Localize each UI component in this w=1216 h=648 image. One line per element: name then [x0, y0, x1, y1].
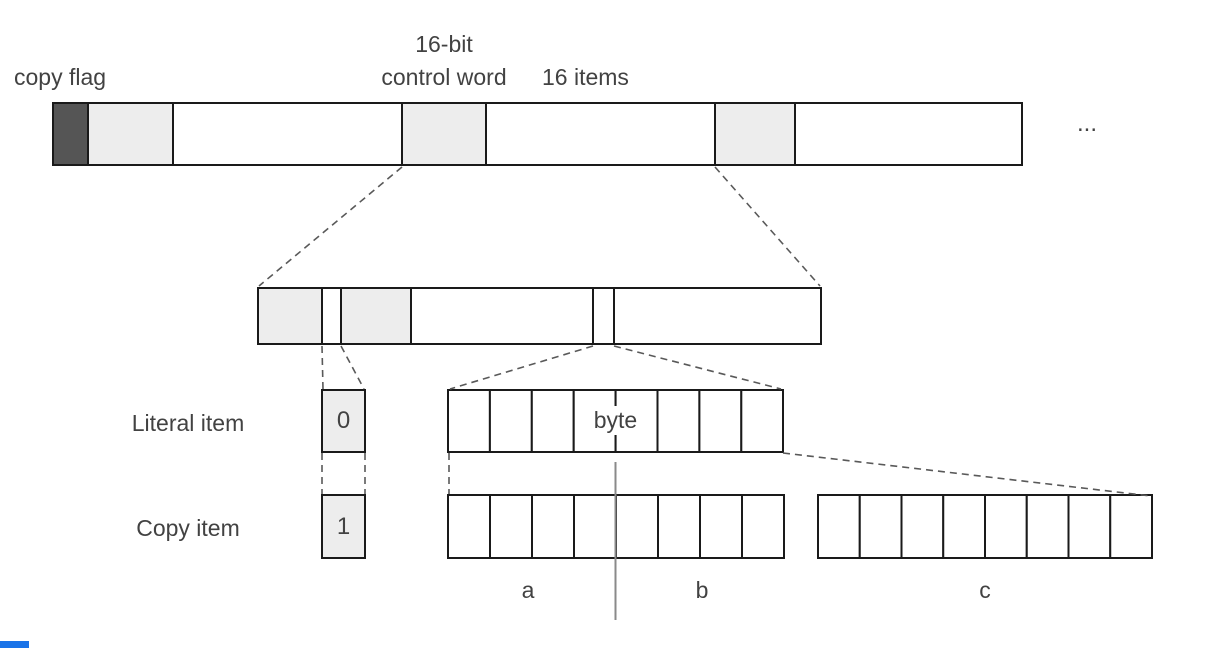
control-word-label-line1: 16-bit	[415, 31, 473, 57]
connector-top-to-mid-left	[258, 166, 403, 287]
sixteen-items-label: 16 items	[542, 64, 629, 90]
copy-flag-bit-value: 1	[336, 512, 351, 540]
byte-cell	[447, 389, 491, 453]
mid-bar-flag-bit-cell	[321, 287, 342, 345]
top-bar-control-word-cell	[714, 102, 796, 166]
field-c-cell	[1025, 494, 1070, 559]
field-c-cell	[942, 494, 986, 559]
top-bar-items-cell	[485, 102, 716, 166]
field-ab-cell	[573, 494, 617, 559]
field-ab-cell	[489, 494, 533, 559]
copy-flag-box	[321, 494, 366, 559]
field-ab-cell	[657, 494, 701, 559]
connector-mid-to-flag0-right	[340, 345, 365, 390]
field-ab-cell	[447, 494, 491, 559]
control-word-label-line2: control word	[381, 64, 507, 90]
connector-mid-to-byte-left	[449, 345, 594, 390]
top-bar-item-cell	[87, 102, 174, 166]
byte-cell	[698, 389, 743, 453]
field-a-label: a	[521, 577, 535, 603]
field-c-label: c	[979, 577, 991, 603]
bottom-left-accent-bar	[0, 641, 29, 648]
byte-cell	[656, 389, 701, 453]
connector-mid-to-flag0-left	[321, 345, 324, 390]
mid-bar-items-cell	[613, 287, 822, 345]
field-c-cell	[817, 494, 861, 559]
mid-bar-control-word-cell	[340, 287, 412, 345]
field-c-cell	[1109, 494, 1153, 559]
field-ab-cell	[699, 494, 743, 559]
connector-mid-to-byte-right	[613, 345, 782, 390]
field-ab-cell	[741, 494, 785, 559]
field-c-cell	[900, 494, 945, 559]
mid-bar-items-cell	[410, 287, 594, 345]
literal-item-label: Literal item	[131, 410, 245, 436]
control-word-label: 16-bit control word	[352, 28, 536, 94]
top-bar-copy-flag-cell	[52, 102, 89, 166]
mid-bar-control-word-cell	[257, 287, 323, 345]
copy-flag-label: copy flag	[14, 64, 107, 90]
byte-label-wrap: byte	[563, 406, 668, 435]
connector-byte-to-c-right	[782, 452, 1152, 497]
top-bar-control-word-cell	[401, 102, 487, 166]
byte-label: byte	[586, 406, 645, 435]
byte-cell	[740, 389, 784, 453]
literal-flag-bit-value: 0	[336, 407, 351, 434]
top-bar-items-cell	[794, 102, 1023, 166]
ellipsis-label: ...	[1077, 110, 1098, 137]
field-c-cell	[1067, 494, 1112, 559]
byte-cell	[530, 389, 575, 453]
connector-top-to-mid-right	[714, 166, 821, 287]
mid-bar-item-cell	[592, 287, 615, 345]
copy-item-label: Copy item	[136, 515, 240, 541]
field-c-cell	[984, 494, 1028, 559]
byte-cell	[488, 389, 533, 453]
field-ab-cell	[615, 494, 659, 559]
field-ab-cell	[531, 494, 575, 559]
field-c-cell	[858, 494, 903, 559]
top-bar-items-cell	[172, 102, 403, 166]
literal-flag-box	[321, 389, 366, 453]
field-b-label: b	[695, 577, 709, 603]
